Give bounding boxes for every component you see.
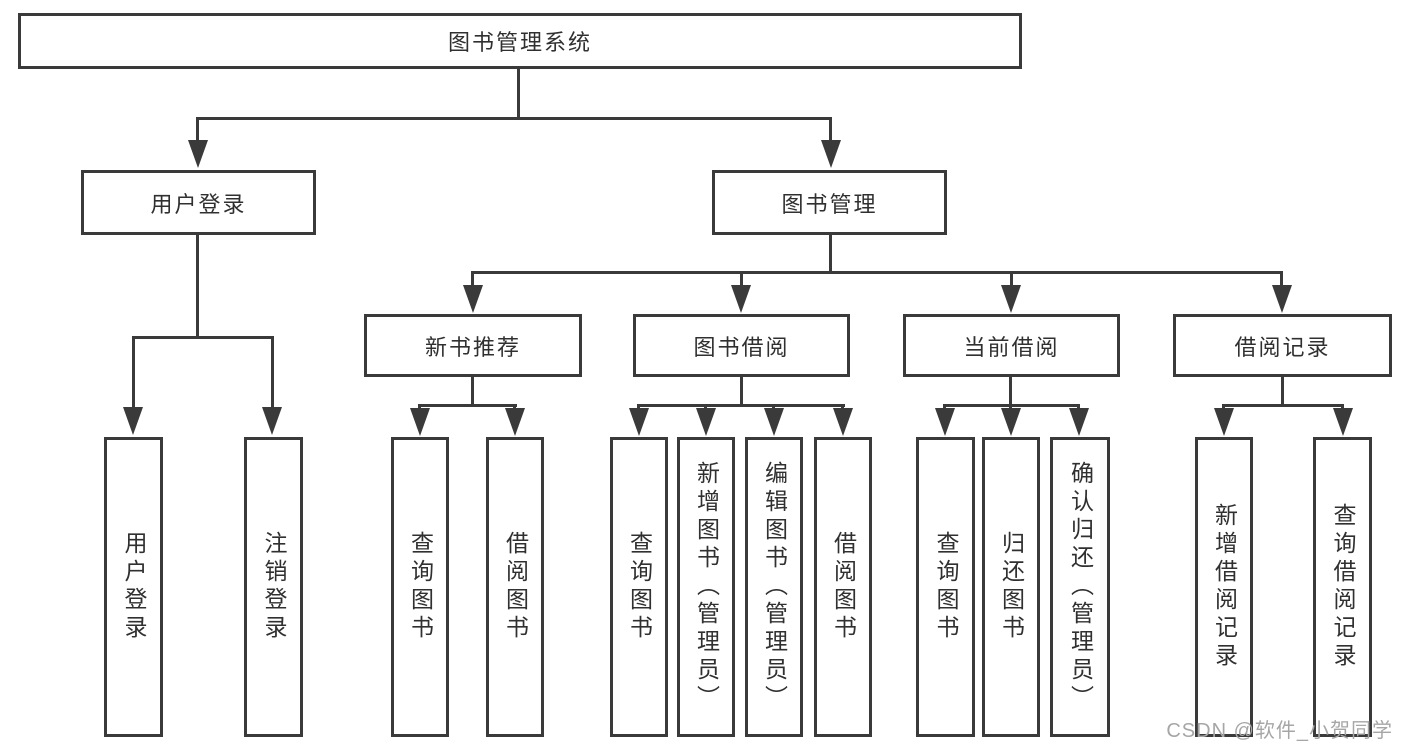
arrow-down-icon	[1333, 408, 1353, 436]
connector-user-login-hbar	[132, 336, 274, 339]
node-current-borrow-label: 当前借阅	[963, 334, 1060, 360]
node-root: 图书管理系统	[18, 13, 1022, 69]
connector-root-stem	[517, 68, 520, 118]
leaf-bb-query-books: 查询图书	[610, 437, 668, 737]
arrow-down-icon	[1214, 408, 1234, 436]
leaf-nb-query-books-label: 查询图书	[407, 531, 434, 643]
leaf-br-add-record: 新增借阅记录	[1195, 437, 1253, 737]
leaf-nb-query-books: 查询图书	[391, 437, 449, 737]
connector-bm-drop-3	[1010, 271, 1013, 288]
connector-br-hbar	[1222, 404, 1344, 407]
node-user-login-label: 用户登录	[150, 191, 247, 217]
arrow-down-icon	[505, 408, 525, 436]
connector-bm-drop-1	[471, 271, 474, 288]
arrow-down-icon	[696, 408, 716, 436]
connector-book-management-stem	[829, 235, 832, 274]
leaf-bb-add-books-label: 新增图书（管理员）	[693, 461, 720, 713]
connector-bm-drop-2	[740, 271, 743, 288]
leaf-cb-confirm-return: 确认归还（管理员）	[1050, 437, 1110, 737]
arrow-down-icon	[833, 408, 853, 436]
leaf-bb-borrow-books: 借阅图书	[814, 437, 872, 737]
node-current-borrow: 当前借阅	[903, 314, 1120, 377]
arrow-down-icon	[1001, 408, 1021, 436]
connector-cb-stem	[1009, 377, 1012, 406]
node-new-book-recommend-label: 新书推荐	[424, 334, 521, 360]
connector-bm-drop-4	[1280, 271, 1283, 288]
leaf-br-query-record: 查询借阅记录	[1313, 437, 1372, 737]
node-root-label: 图书管理系统	[447, 30, 592, 55]
arrow-down-icon	[764, 408, 784, 436]
connector-bb-hbar	[637, 404, 845, 407]
connector-book-management-hbar	[471, 271, 1283, 274]
connector-root-drop-left	[196, 117, 199, 142]
node-book-management-label: 图书管理	[781, 191, 878, 217]
leaf-cb-query-books: 查询图书	[916, 437, 975, 737]
leaf-logout-label: 注销登录	[261, 531, 287, 643]
leaf-cb-confirm-return-label: 确认归还（管理员）	[1067, 461, 1094, 713]
leaf-cb-return-books-label: 归还图书	[998, 531, 1025, 643]
leaf-logout: 注销登录	[244, 437, 303, 737]
leaf-nb-borrow-books: 借阅图书	[486, 437, 544, 737]
leaf-bb-edit-books-label: 编辑图书（管理员）	[761, 461, 788, 713]
leaf-bb-query-books-label: 查询图书	[626, 531, 653, 643]
leaf-br-query-record-label: 查询借阅记录	[1330, 503, 1356, 671]
leaf-br-add-record-label: 新增借阅记录	[1211, 503, 1238, 671]
connector-user-login-stem	[196, 235, 199, 338]
leaf-user-login-label: 用户登录	[121, 531, 147, 643]
arrow-down-icon	[1069, 408, 1089, 436]
arrow-down-icon	[629, 408, 649, 436]
arrow-down-icon	[410, 408, 430, 436]
node-borrow-records: 借阅记录	[1173, 314, 1392, 377]
arrow-down-icon	[731, 285, 751, 313]
node-book-borrow: 图书借阅	[633, 314, 850, 377]
watermark: CSDN @软件_小贺同学	[1166, 720, 1393, 742]
node-user-login: 用户登录	[81, 170, 316, 235]
arrow-down-icon	[1001, 285, 1021, 313]
connector-root-hbar	[196, 117, 832, 120]
leaf-bb-borrow-books-label: 借阅图书	[830, 531, 857, 643]
leaf-bb-edit-books: 编辑图书（管理员）	[745, 437, 803, 737]
leaf-cb-return-books: 归还图书	[982, 437, 1040, 737]
arrow-down-icon	[123, 407, 143, 435]
arrow-down-icon	[463, 285, 483, 313]
arrow-down-icon	[1272, 285, 1292, 313]
node-book-management: 图书管理	[712, 170, 947, 235]
node-book-borrow-label: 图书借阅	[693, 334, 790, 360]
node-borrow-records-label: 借阅记录	[1234, 334, 1331, 360]
arrow-down-icon	[935, 408, 955, 436]
arrow-down-icon	[262, 407, 282, 435]
node-new-book-recommend: 新书推荐	[364, 314, 582, 377]
connector-nb-stem	[471, 377, 474, 406]
connector-bb-stem	[740, 377, 743, 406]
leaf-nb-borrow-books-label: 借阅图书	[502, 531, 529, 643]
connector-nb-hbar	[418, 404, 517, 407]
leaf-cb-query-books-label: 查询图书	[933, 531, 959, 643]
leaf-user-login: 用户登录	[104, 437, 163, 737]
connector-user-login-drop-2	[271, 336, 274, 409]
leaf-bb-add-books: 新增图书（管理员）	[677, 437, 735, 737]
arrow-down-icon	[821, 140, 841, 168]
connector-br-stem	[1281, 377, 1284, 406]
arrow-down-icon	[188, 140, 208, 168]
connector-root-drop-right	[829, 117, 832, 142]
connector-user-login-drop-1	[132, 336, 135, 409]
